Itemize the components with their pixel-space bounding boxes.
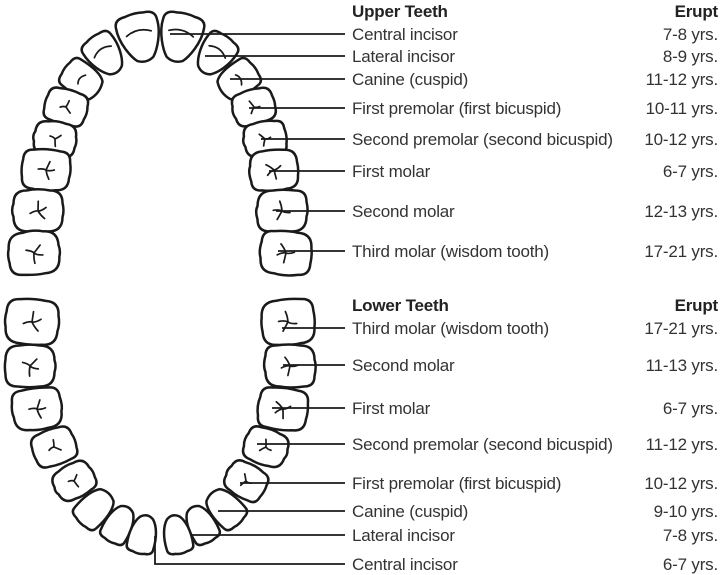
upper-erupt-header: Erupt bbox=[674, 2, 719, 21]
lower-right-canine bbox=[205, 487, 249, 532]
tooth-crease bbox=[21, 358, 40, 377]
lower-left-first-molar bbox=[10, 386, 64, 432]
tooth-name: First molar bbox=[352, 399, 431, 418]
tooth-row: Central incisor 7-8 yrs. bbox=[352, 24, 718, 45]
tooth-name: Second premolar (second bicuspid) bbox=[352, 130, 613, 149]
eruption-age: 10-11 yrs. bbox=[645, 99, 719, 118]
tooth-crease bbox=[168, 28, 195, 38]
tooth-row: Canine (cuspid) 11-12 yrs. bbox=[352, 69, 718, 90]
eruption-age: 17-21 yrs. bbox=[644, 319, 718, 338]
tooth-row: Third molar (wisdom tooth) 17-21 yrs. bbox=[352, 318, 718, 339]
upper-left-third-molar bbox=[6, 229, 62, 277]
lower-right-central-incisor bbox=[162, 514, 195, 556]
tooth-row: Central incisor 6-7 yrs. bbox=[352, 554, 718, 575]
eruption-age: 11-13 yrs. bbox=[645, 356, 719, 375]
tooth-row: Second premolar (second bicuspid) 10-12 … bbox=[352, 129, 718, 150]
tooth-row: Third molar (wisdom tooth) 17-21 yrs. bbox=[352, 241, 718, 262]
lower-left-second-premolar bbox=[29, 425, 79, 469]
tooth-row: First molar 6-7 yrs. bbox=[352, 398, 718, 419]
eruption-age: 11-12 yrs. bbox=[645, 435, 719, 454]
tooth-name: Second molar bbox=[352, 202, 455, 221]
upper-right-central-incisor bbox=[160, 10, 206, 63]
upper-left-second-molar bbox=[10, 188, 65, 235]
eruption-age: 6-7 yrs. bbox=[662, 555, 718, 574]
lower-left-canine bbox=[71, 487, 115, 532]
eruption-age: 12-13 yrs. bbox=[644, 202, 718, 221]
eruption-age: 10-12 yrs. bbox=[644, 130, 718, 149]
tooth-crease bbox=[59, 99, 72, 114]
eruption-age: 11-12 yrs. bbox=[645, 70, 719, 89]
tooth-crease bbox=[77, 74, 87, 85]
upper-left-first-molar bbox=[20, 147, 72, 193]
upper-left-lateral-incisor bbox=[80, 29, 124, 76]
lower-title: Lower Teeth bbox=[352, 296, 449, 315]
tooth-row: Lateral incisor 7-8 yrs. bbox=[352, 525, 718, 546]
eruption-age: 10-12 yrs. bbox=[644, 474, 718, 493]
tooth-name: Central incisor bbox=[352, 555, 458, 574]
tooth-crease bbox=[258, 438, 272, 452]
lower-left-lateral-incisor bbox=[98, 504, 135, 547]
tooth-row: Canine (cuspid) 9-10 yrs. bbox=[352, 501, 718, 522]
lower-left-first-premolar bbox=[51, 459, 98, 503]
lower-left-central-incisor bbox=[125, 514, 158, 556]
tooth-row: Second molar 11-13 yrs. bbox=[352, 355, 718, 376]
eruption-age: 17-21 yrs. bbox=[644, 242, 718, 261]
tooth-row: Second molar 12-13 yrs. bbox=[352, 201, 718, 222]
tooth-crease bbox=[276, 243, 296, 264]
upper-left-central-incisor bbox=[114, 10, 160, 63]
lower-right-third-molar bbox=[260, 297, 316, 347]
tooth-name: Third molar (wisdom tooth) bbox=[352, 319, 549, 338]
lower-right-first-molar bbox=[256, 386, 310, 432]
tooth-crease bbox=[22, 310, 42, 332]
tooth-crease bbox=[277, 310, 298, 333]
tooth-crease bbox=[67, 473, 80, 488]
tooth-name: Canine (cuspid) bbox=[352, 502, 469, 521]
tooth-crease bbox=[93, 45, 113, 59]
tooth-name: Third molar (wisdom tooth) bbox=[352, 242, 549, 261]
lower-erupt-header: Erupt bbox=[674, 296, 719, 315]
eruption-age: 6-7 yrs. bbox=[662, 162, 718, 181]
tooth-row: First premolar (first bicuspid) 10-11 yr… bbox=[352, 98, 718, 119]
tooth-crease bbox=[48, 438, 62, 452]
tooth-name: Central incisor bbox=[352, 25, 458, 44]
tooth-row: Second premolar (second bicuspid) 11-12 … bbox=[352, 434, 718, 455]
eruption-age: 8-9 yrs. bbox=[662, 47, 718, 66]
upper-right-third-molar bbox=[258, 229, 313, 277]
lower-right-second-premolar bbox=[241, 425, 290, 469]
lower-right-second-molar bbox=[262, 343, 317, 389]
tooth-name: Lateral incisor bbox=[352, 526, 455, 545]
upper-section-header: Upper Teeth Erupt bbox=[352, 1, 718, 22]
lower-left-second-molar bbox=[3, 343, 57, 389]
eruption-age: 7-8 yrs. bbox=[662, 25, 718, 44]
tooth-name: First premolar (first bicuspid) bbox=[352, 474, 562, 493]
tooth-row: First molar 6-7 yrs. bbox=[352, 161, 718, 182]
tooth-crease bbox=[29, 200, 47, 220]
tooth-crease bbox=[125, 28, 153, 38]
tooth-name: Second premolar (second bicuspid) bbox=[352, 435, 613, 454]
upper-title: Upper Teeth bbox=[352, 2, 448, 21]
tooth-name: First premolar (first bicuspid) bbox=[352, 99, 562, 118]
tooth-crease bbox=[49, 134, 62, 148]
leader-line-elbow bbox=[154, 536, 345, 565]
tooth-crease bbox=[37, 160, 56, 181]
tooth-name: Canine (cuspid) bbox=[352, 70, 469, 89]
tooth-row: Lateral incisor 8-9 yrs. bbox=[352, 46, 718, 67]
tooth-crease bbox=[28, 399, 47, 419]
eruption-age: 9-10 yrs. bbox=[653, 502, 719, 521]
tooth-name: Second molar bbox=[352, 356, 455, 375]
lower-left-third-molar bbox=[3, 297, 61, 347]
tooth-name: First molar bbox=[352, 162, 431, 181]
eruption-age: 7-8 yrs. bbox=[662, 526, 718, 545]
tooth-crease bbox=[25, 244, 44, 265]
eruption-age: 6-7 yrs. bbox=[662, 399, 718, 418]
tooth-row: First premolar (first bicuspid) 10-12 yr… bbox=[352, 473, 718, 494]
tooth-name: Lateral incisor bbox=[352, 47, 455, 66]
lower-section-header: Lower Teeth Erupt bbox=[352, 295, 718, 316]
